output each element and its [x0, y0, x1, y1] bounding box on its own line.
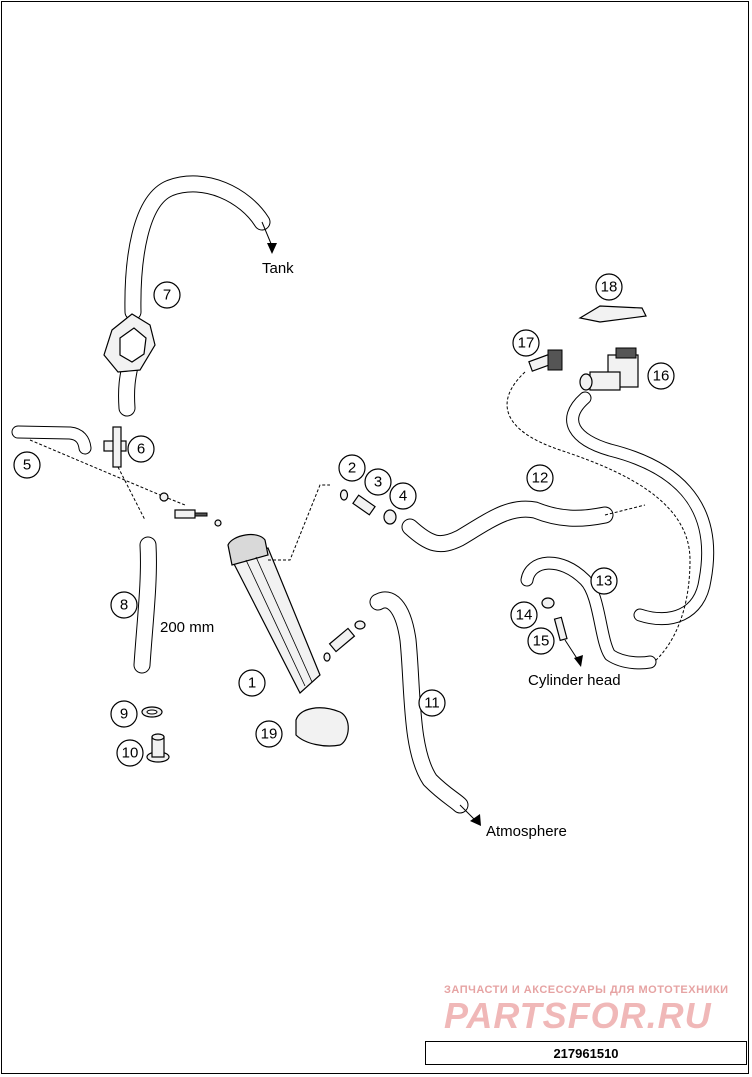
- callout-10: 10: [116, 739, 144, 767]
- fitting-small[interactable]: [159, 492, 222, 527]
- svg-text:1: 1: [248, 675, 256, 692]
- svg-text:18: 18: [601, 279, 618, 296]
- svg-text:3: 3: [374, 474, 382, 491]
- hose-12[interactable]: [401, 500, 614, 553]
- svg-text:17: 17: [518, 335, 535, 352]
- callout-7: 7: [153, 281, 181, 309]
- svg-text:2: 2: [348, 460, 356, 477]
- watermark-tagline: ЗАПЧАСТИ И АКСЕССУАРЫ ДЛЯ МОТОТЕХНИКИ: [444, 984, 729, 996]
- svg-text:6: 6: [137, 441, 145, 458]
- cover-19[interactable]: [295, 707, 349, 747]
- callout-19: 19: [255, 720, 283, 748]
- svg-text:5: 5: [23, 457, 31, 474]
- label-length: 200 mm: [160, 619, 214, 636]
- hose-7[interactable]: [103, 175, 271, 417]
- clamp-9[interactable]: [141, 706, 163, 718]
- callout-18: 18: [595, 273, 623, 301]
- atmosphere-arrow: [470, 814, 481, 826]
- callout-13: 13: [590, 567, 618, 595]
- svg-text:19: 19: [261, 726, 278, 743]
- dashed-line-1: [268, 484, 330, 561]
- callout-15: 15: [527, 627, 555, 655]
- svg-text:7: 7: [163, 287, 171, 304]
- tank-leader: [261, 221, 273, 247]
- atmosphere-leader: [459, 804, 476, 821]
- callout-1: 1: [238, 669, 266, 697]
- hose-13[interactable]: [520, 556, 657, 670]
- svg-text:11: 11: [424, 695, 440, 712]
- fitting-outlet[interactable]: [323, 620, 366, 662]
- dashed-line-6: [117, 466, 146, 521]
- bracket-18[interactable]: [578, 305, 647, 323]
- callout-9: 9: [110, 700, 138, 728]
- callout-5: 5: [13, 451, 41, 479]
- connector-17[interactable]: [528, 349, 563, 372]
- svg-text:12: 12: [532, 470, 549, 487]
- cap-10[interactable]: [146, 733, 170, 763]
- o-ring-2[interactable]: [339, 489, 349, 501]
- svg-text:14: 14: [516, 607, 533, 624]
- clamp-14[interactable]: [541, 597, 555, 609]
- cylinder-head-arrow: [574, 655, 583, 667]
- svg-text:9: 9: [120, 706, 128, 723]
- svg-text:4: 4: [399, 488, 407, 505]
- label-atmosphere: Atmosphere: [486, 823, 567, 840]
- callout-17: 17: [512, 329, 540, 357]
- tank-arrow: [267, 243, 277, 254]
- callout-11: 11: [418, 689, 446, 717]
- drawing-id: 217961510: [425, 1041, 747, 1065]
- dashed-line-12: [604, 504, 646, 516]
- svg-text:16: 16: [653, 368, 670, 385]
- label-tank: Tank: [262, 260, 294, 277]
- hose-11[interactable]: [369, 591, 469, 814]
- cylinder-head-leader: [564, 639, 579, 661]
- valve-16[interactable]: [579, 347, 639, 391]
- callout-14: 14: [510, 601, 538, 629]
- callout-6: 6: [127, 435, 155, 463]
- callout-2: 2: [338, 454, 366, 482]
- callout-16: 16: [647, 362, 675, 390]
- hose-17-16-loop[interactable]: [566, 391, 715, 626]
- svg-text:13: 13: [596, 573, 613, 590]
- t-piece-6[interactable]: [103, 426, 127, 468]
- callout-12: 12: [526, 464, 554, 492]
- dashed-line-17: [506, 371, 691, 666]
- callout-8: 8: [110, 591, 138, 619]
- nipple-15[interactable]: [553, 616, 568, 642]
- hose-5[interactable]: [11, 425, 92, 455]
- hose-8[interactable]: [133, 536, 157, 674]
- clamp-4[interactable]: [383, 509, 397, 525]
- label-cylinder-head: Cylinder head: [528, 672, 621, 689]
- svg-text:8: 8: [120, 597, 128, 614]
- callout-3: 3: [364, 468, 392, 496]
- watermark-logo: PARTSFOR.RU: [444, 995, 712, 1036]
- canister-1[interactable]: [227, 533, 321, 694]
- svg-text:10: 10: [122, 745, 139, 762]
- callout-4: 4: [389, 482, 417, 510]
- svg-text:15: 15: [533, 633, 550, 650]
- nipple-3[interactable]: [352, 494, 376, 516]
